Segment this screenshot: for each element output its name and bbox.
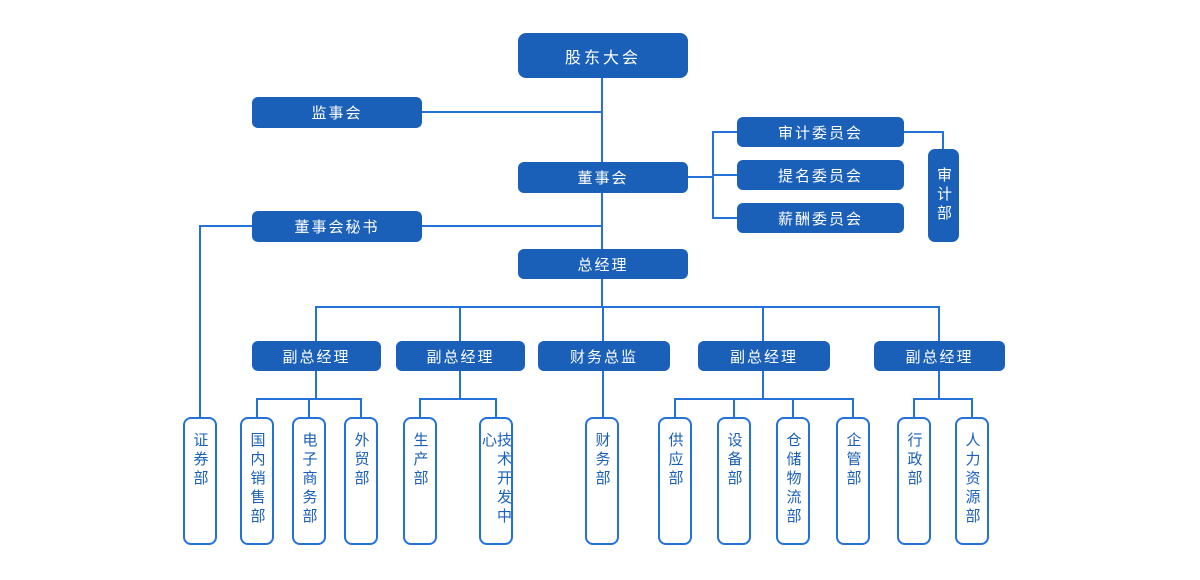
node-label: 行政部: [905, 432, 924, 489]
node-label: 生产部: [411, 432, 430, 489]
node-label: 监事会: [311, 104, 363, 122]
node-domestic-sales-dept[interactable]: 国内销售部: [240, 417, 274, 545]
node-label: 财务部: [593, 432, 612, 489]
node-finance-dept[interactable]: 财务部: [585, 417, 619, 545]
node-shareholders-meeting[interactable]: 股东大会: [518, 33, 688, 78]
connector-line: [938, 306, 940, 341]
node-label: 副总经理: [426, 347, 495, 366]
connector-line: [674, 398, 676, 418]
node-label: 设备部: [725, 432, 744, 489]
node-board-secretary[interactable]: 董事会秘书: [252, 211, 422, 242]
node-deputy-gm-4[interactable]: 副总经理: [874, 341, 1005, 371]
node-label: 审计部: [935, 167, 953, 224]
connector-line: [762, 306, 764, 341]
node-supply-dept[interactable]: 供应部: [658, 417, 692, 545]
node-cfo[interactable]: 财务总监: [538, 341, 670, 371]
connector-line: [688, 176, 714, 178]
node-label: 供应部: [666, 432, 685, 489]
connector-line: [733, 398, 735, 418]
node-production-dept[interactable]: 生产部: [403, 417, 437, 545]
connector-line: [904, 131, 944, 133]
node-deputy-gm-2[interactable]: 副总经理: [396, 341, 525, 371]
node-label: 董事会秘书: [294, 218, 380, 236]
node-label: 薪酬委员会: [777, 209, 863, 228]
node-securities-dept[interactable]: 证券部: [183, 417, 217, 545]
connector-line: [712, 174, 737, 176]
connector-line: [971, 398, 973, 418]
connector-line: [674, 398, 854, 400]
connector-line: [419, 398, 497, 400]
connector-line: [938, 371, 940, 399]
connector-line: [422, 111, 602, 113]
connector-line: [712, 131, 737, 133]
connector-line: [942, 131, 944, 151]
node-audit-committee[interactable]: 审计委员会: [737, 117, 904, 147]
node-nomination-committee[interactable]: 提名委员会: [737, 160, 904, 190]
connector-line: [762, 371, 764, 399]
connector-line: [256, 398, 362, 400]
node-label: 副总经理: [905, 347, 974, 366]
node-compensation-committee[interactable]: 薪酬委员会: [737, 203, 904, 233]
connector-line: [360, 398, 362, 418]
connector-line: [199, 225, 201, 417]
node-label: 财务总监: [569, 347, 638, 366]
connector-line: [459, 306, 461, 341]
node-label: 董事会: [577, 169, 629, 187]
connector-line: [315, 306, 317, 341]
node-deputy-gm-3[interactable]: 副总经理: [698, 341, 830, 371]
connector-line: [315, 371, 317, 399]
node-label: 副总经理: [282, 347, 351, 366]
node-label: 审计委员会: [777, 123, 863, 142]
node-board-of-directors[interactable]: 董事会: [518, 162, 688, 193]
connector-line: [419, 398, 421, 418]
node-ecommerce-dept[interactable]: 电子商务部: [292, 417, 326, 545]
node-label: 提名委员会: [777, 166, 863, 185]
node-label: 人力资源部: [963, 432, 982, 527]
node-label: 证券部: [191, 432, 210, 489]
node-enterprise-mgmt-dept[interactable]: 企管部: [836, 417, 870, 545]
connector-line: [602, 306, 604, 341]
node-label: 总经理: [577, 255, 629, 274]
node-deputy-gm-1[interactable]: 副总经理: [252, 341, 381, 371]
node-label: 电子商务部: [300, 432, 319, 527]
connector-line: [601, 279, 603, 307]
node-warehouse-logistics-dept[interactable]: 仓储物流部: [776, 417, 810, 545]
node-label: 副总经理: [729, 347, 798, 366]
node-label: 技术开发中心: [480, 432, 513, 527]
node-hr-dept[interactable]: 人力资源部: [955, 417, 989, 545]
connector-line: [199, 225, 252, 227]
connector-line: [852, 398, 854, 418]
connector-line: [308, 398, 310, 418]
connector-line: [315, 306, 940, 308]
connector-line: [495, 398, 497, 418]
node-label: 国内销售部: [248, 432, 267, 527]
connector-line: [913, 398, 973, 400]
connector-line: [256, 398, 258, 418]
node-audit-department[interactable]: 审计部: [928, 149, 959, 242]
node-general-manager[interactable]: 总经理: [518, 249, 688, 279]
node-foreign-trade-dept[interactable]: 外贸部: [344, 417, 378, 545]
node-label: 企管部: [844, 432, 863, 489]
connector-line: [602, 371, 604, 417]
connector-line: [422, 225, 602, 227]
node-label: 外贸部: [352, 432, 371, 489]
node-admin-dept[interactable]: 行政部: [897, 417, 931, 545]
node-label: 股东大会: [564, 47, 641, 67]
node-supervisory-board[interactable]: 监事会: [252, 97, 422, 128]
node-label: 仓储物流部: [784, 432, 803, 527]
connector-line: [913, 398, 915, 418]
node-tech-dev-center[interactable]: 技术开发中心: [479, 417, 513, 545]
node-equipment-dept[interactable]: 设备部: [717, 417, 751, 545]
connector-line: [712, 217, 737, 219]
connector-line: [792, 398, 794, 418]
connector-line: [459, 371, 461, 399]
